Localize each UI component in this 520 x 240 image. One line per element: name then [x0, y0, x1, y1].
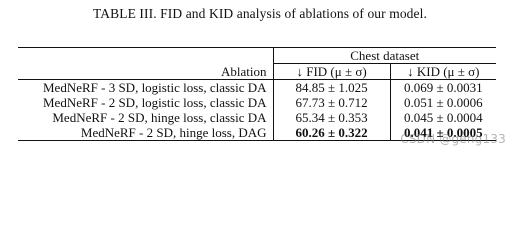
chest-dataset-header: Chest dataset [273, 47, 496, 64]
kid-cell: 0.051 ± 0.0006 [404, 95, 483, 110]
kid-cell: 0.069 ± 0.0031 [404, 80, 483, 95]
ablation-column-header: Ablation [18, 63, 274, 80]
ablation-cell: MedNeRF - 3 SD, logistic loss, classic D… [18, 79, 274, 95]
table-group-header-row: Chest dataset [18, 47, 496, 64]
ablation-cell: MedNeRF - 2 SD, logistic loss, classic D… [18, 95, 274, 110]
kid-cell-best: 0.041 ± 0.0005 [390, 125, 496, 141]
ablation-cell: MedNeRF - 2 SD, hinge loss, DAG [18, 125, 274, 141]
ablation-cell: MedNeRF - 2 SD, hinge loss, classic DA [18, 110, 274, 125]
fid-column-header: ↓ FID (μ ± σ) [273, 63, 391, 80]
fid-cell: 67.73 ± 0.712 [273, 95, 391, 110]
table-row-best: MedNeRF - 2 SD, hinge loss, DAG 60.26 ± … [18, 125, 496, 141]
ablation-table: Chest dataset Ablation ↓ FID (μ ± σ) ↓ K… [18, 47, 496, 141]
fid-cell-best: 60.26 ± 0.322 [273, 125, 391, 141]
watermark: CSDN @geng133 [400, 132, 506, 146]
table-row: MedNeRF - 2 SD, logistic loss, classic D… [18, 95, 496, 110]
kid-cell: 0.045 ± 0.0004 [404, 110, 483, 125]
ablation-table-container: Chest dataset Ablation ↓ FID (μ ± σ) ↓ K… [18, 47, 496, 141]
table-corner-cell [18, 47, 274, 64]
table-row: MedNeRF - 2 SD, hinge loss, classic DA 6… [18, 110, 496, 125]
fid-cell: 84.85 ± 1.025 [273, 79, 391, 95]
fid-cell: 65.34 ± 0.353 [273, 110, 391, 125]
table-row: MedNeRF - 3 SD, logistic loss, classic D… [18, 79, 496, 95]
table-column-header-row: Ablation ↓ FID (μ ± σ) ↓ KID (μ ± σ) [18, 63, 496, 80]
kid-column-header: ↓ KID (μ ± σ) [390, 63, 496, 80]
table-caption: TABLE III. FID and KID analysis of ablat… [93, 6, 427, 21]
